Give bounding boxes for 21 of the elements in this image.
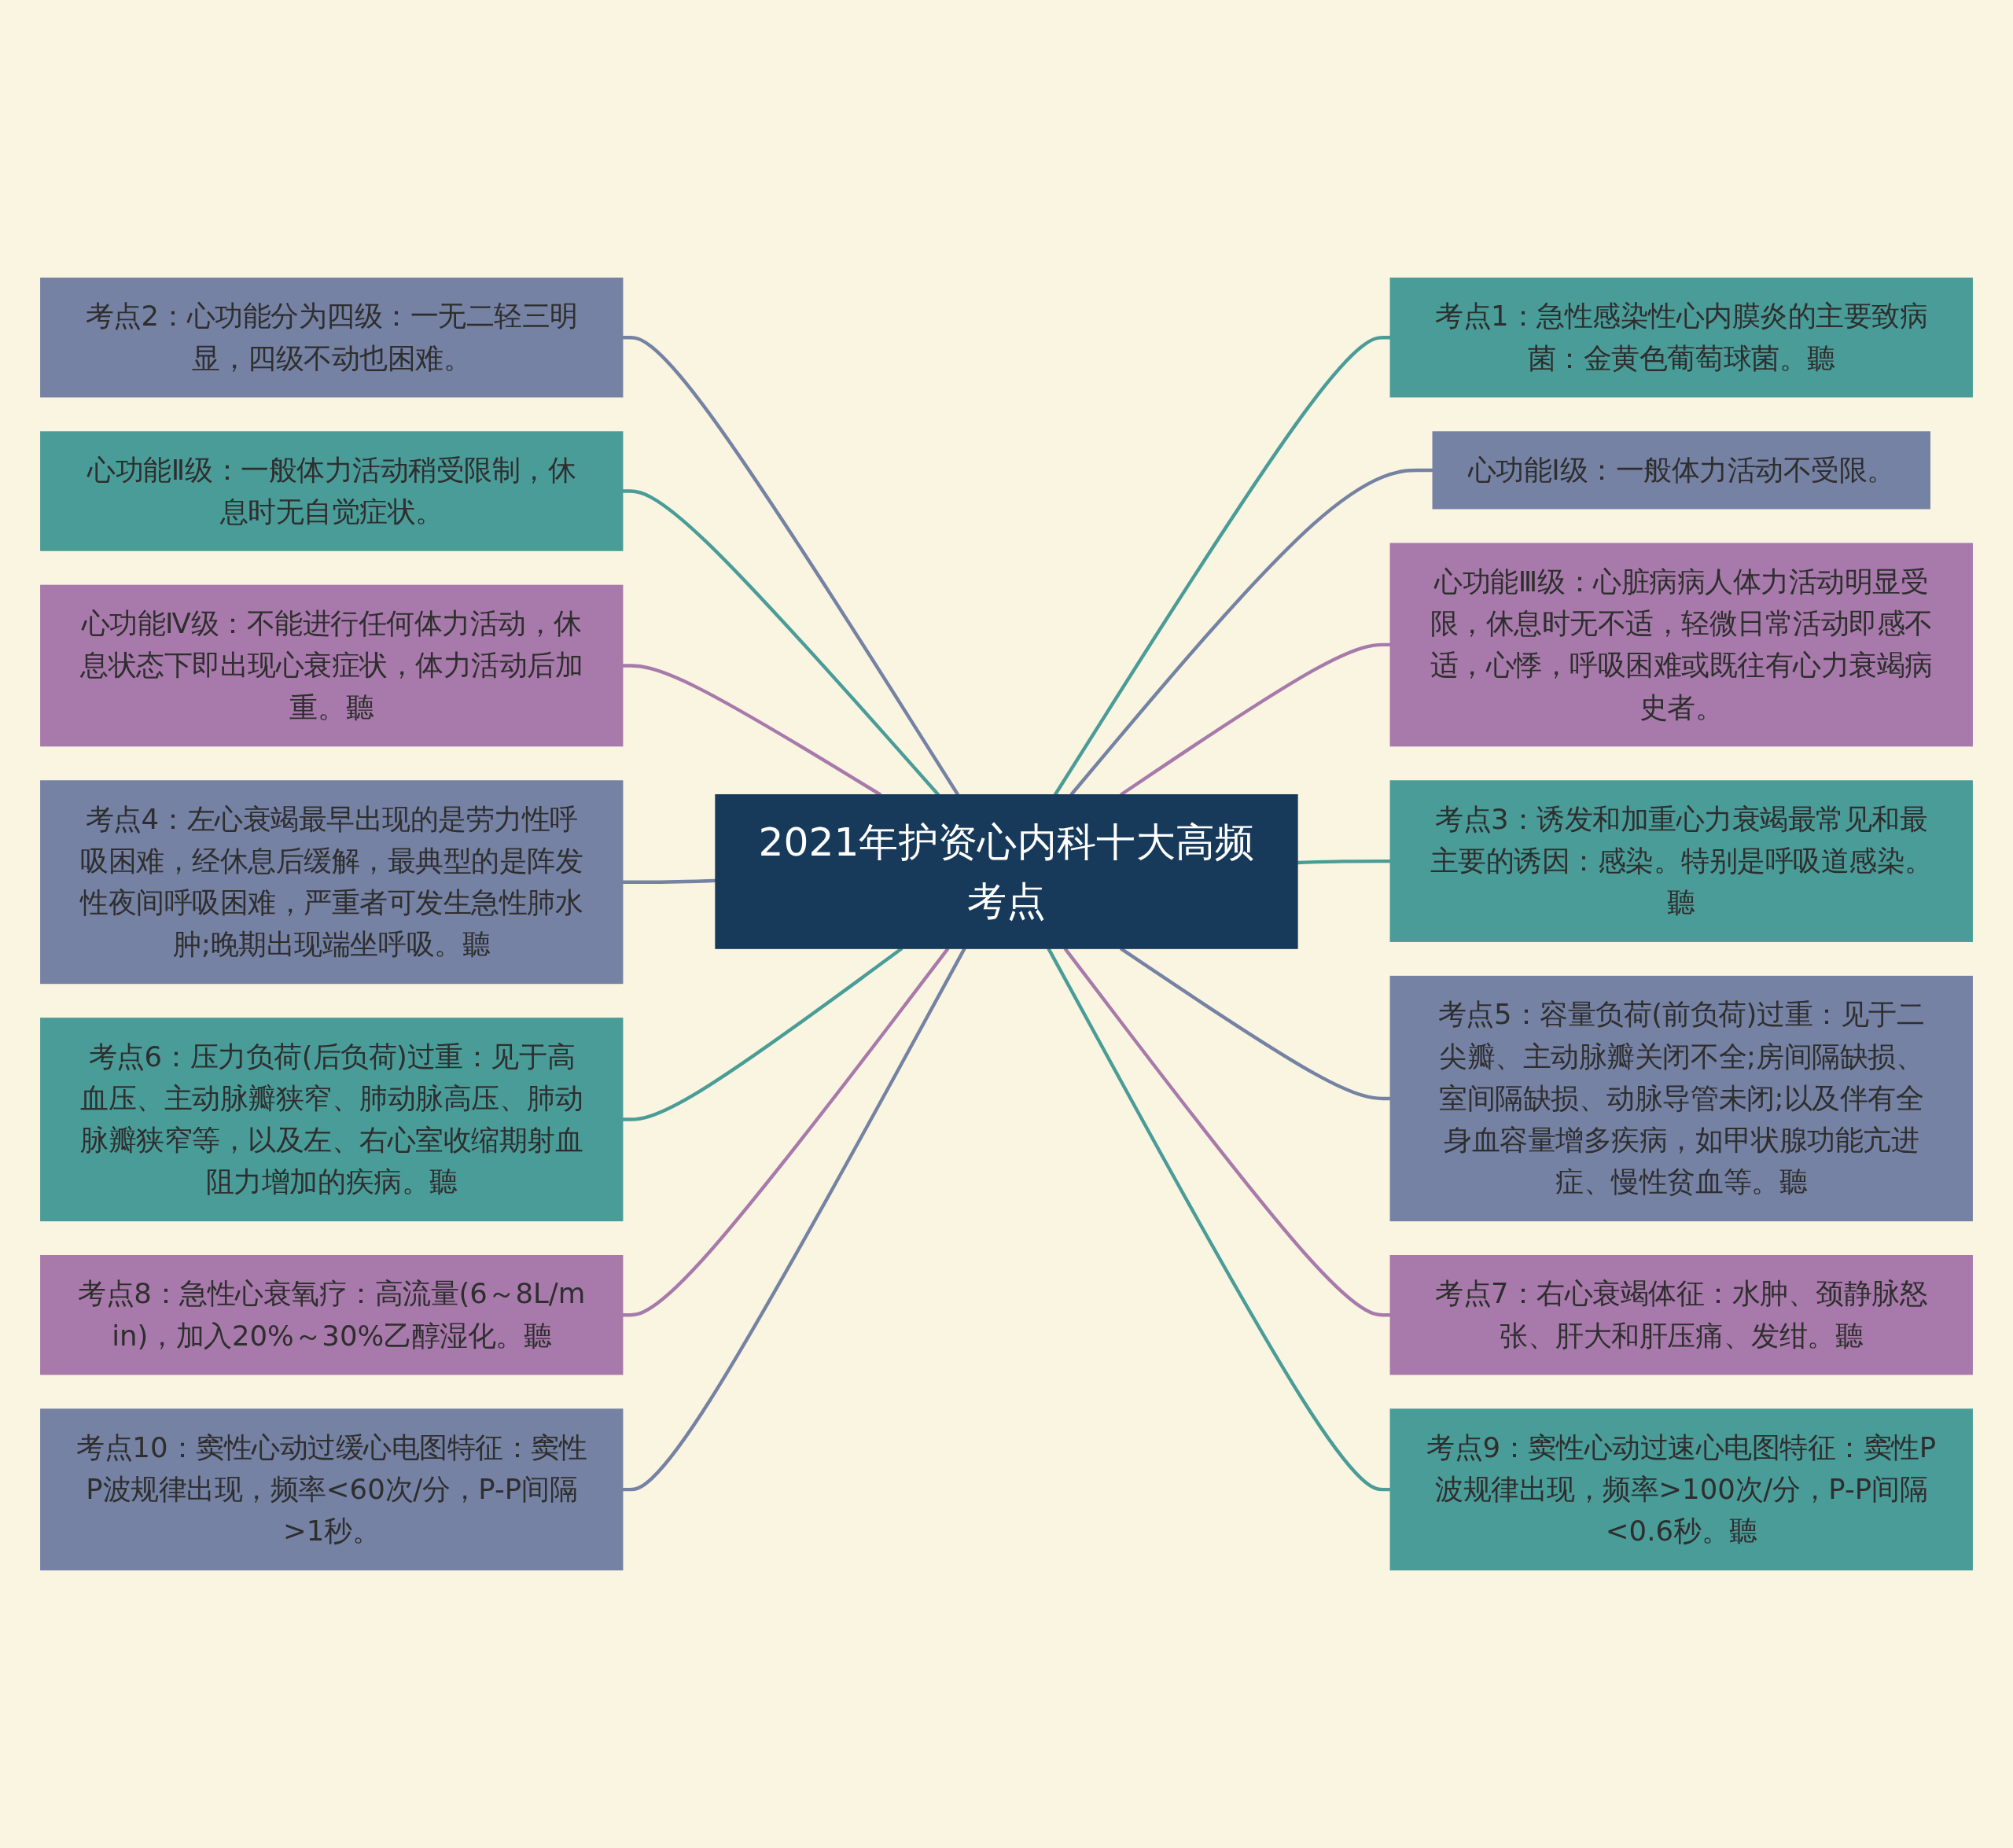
connector <box>1047 948 1391 1492</box>
node-box: 考点8：急性心衰氧疗：高流量(6～8L/min)，加入20%～30%乙醇湿化。聽 <box>40 1255 624 1375</box>
connector <box>622 948 966 1492</box>
node-box: 考点2：心功能分为四级：一无二轻三明显，四级不动也困难。 <box>40 278 624 398</box>
connector <box>1053 336 1391 796</box>
node-box: 考点6：压力负荷(后负荷)过重：见于高血压、主动脉瓣狭窄、肺动脉高压、肺动脉瓣狭窄等，以及左、右心室收缩期射血阻力增加的疾病。聽 <box>40 1018 624 1222</box>
connector <box>622 878 716 884</box>
node-box: 心功能Ⅱ级：一般体力活动稍受限制，休息时无自觉症状。 <box>40 431 624 551</box>
node-box: 心功能Ⅲ级：心脏病病人体力活动明显受限，休息时无不适，轻微日常活动即感不适，心悸，呼吸困难或既往有心力衰竭病史者。 <box>1389 543 1973 747</box>
node-box: 考点7：右心衰竭体征：水肿、颈静脉怒张、肝大和肝压痛、发绀。聽 <box>1389 1255 1973 1375</box>
node-box: 考点5：容量负荷(前负荷)过重：见于二尖瓣、主动脉瓣关闭不全;房间隔缺损、室间隔缺损、动脉导管未闭;以及伴有全身血容量增多疾病，如甲状腺功能亢进症、慢性贫血等。聽 <box>1389 975 1973 1222</box>
connector <box>1297 859 1391 865</box>
node-box: 考点1：急性感染性心内膜炎的主要致病菌：金黄色葡萄球菌。聽 <box>1389 278 1973 398</box>
node-box: 心功能Ⅰ级：一般体力活动不受限。 <box>1432 431 1930 510</box>
node-box: 考点9：窦性心动过速心电图特征：窦性P波规律出现，频率>100次/分，P-P间隔<0.6秒。聽 <box>1389 1408 1973 1570</box>
node-box: 2021年护资心内科十大高频考点 <box>715 794 1298 949</box>
node-box: 心功能Ⅳ级：不能进行任何体力活动，休息状态下即出现心衰症状，体力活动后加重。聽 <box>40 584 624 747</box>
node-box: 考点4：左心衰竭最早出现的是劳力性呼吸困难，经休息后缓解，最典型的是阵发性夜间呼吸困难，严重者可发生急性肺水肿;晚期出现端坐呼吸。聽 <box>40 780 624 985</box>
node-box: 考点10：窦性心动过缓心电图特征：窦性P波规律出现，频率<60次/分，P-P间隔>1秒。 <box>40 1408 624 1570</box>
node-box: 考点3：诱发和加重心力衰竭最常见和最主要的诱因：感染。特别是呼吸道感染。聽 <box>1389 780 1973 942</box>
connector <box>622 336 960 796</box>
